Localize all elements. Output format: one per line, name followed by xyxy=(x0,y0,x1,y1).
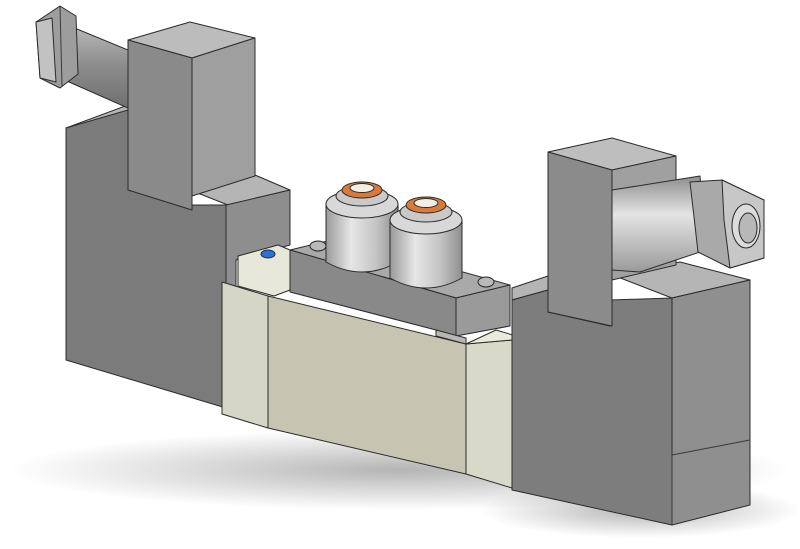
valve-body xyxy=(221,237,517,489)
right-connector-front xyxy=(547,151,613,327)
plate-lower-strip xyxy=(435,329,467,345)
fitting-right xyxy=(389,196,463,289)
right-gland-cone xyxy=(611,175,707,273)
left-end-cap-front xyxy=(221,281,269,429)
left-solenoid xyxy=(35,5,291,411)
right-solenoid xyxy=(511,137,765,526)
right-end-cap-front xyxy=(465,339,513,489)
right-housing-front xyxy=(511,289,673,526)
indicator-light xyxy=(260,249,276,259)
screw-right xyxy=(477,276,495,288)
screw-left xyxy=(309,240,327,252)
top-plate-side xyxy=(455,284,511,337)
left-connector-side xyxy=(191,37,256,197)
right-housing-side xyxy=(671,279,751,526)
fitting-left xyxy=(325,181,399,273)
left-connector-front xyxy=(127,39,193,211)
left-gland-hex-face xyxy=(35,17,57,83)
